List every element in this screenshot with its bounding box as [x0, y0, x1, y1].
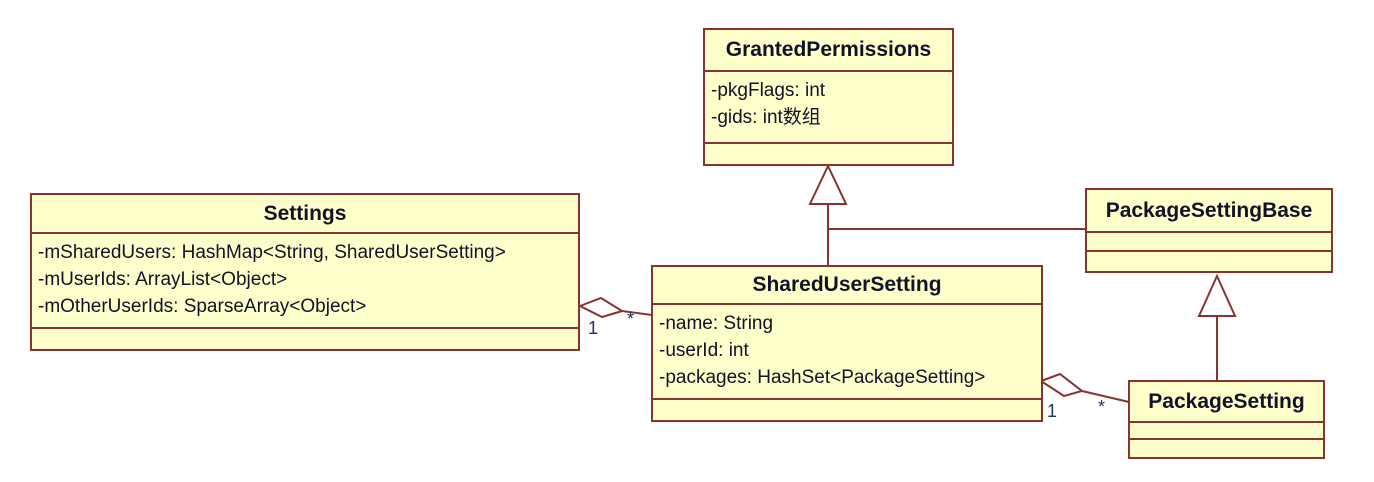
class-sharedusersetting: SharedUserSetting -name: String -userId:… — [651, 265, 1043, 422]
attribute: -pkgFlags: int — [711, 80, 826, 101]
class-attributes: -mSharedUsers: HashMap<String, SharedUse… — [32, 234, 578, 329]
attribute: -gids: int数组 — [711, 107, 821, 128]
attribute: -mSharedUsers: HashMap<String, SharedUse… — [38, 242, 506, 263]
class-packagesettingbase: PackageSettingBase — [1085, 188, 1333, 273]
multiplicity-shareduser-end: * — [627, 309, 635, 329]
aggregation-shareduser-packagesetting — [1038, 372, 1130, 403]
class-settings: Settings -mSharedUsers: HashMap<String, … — [30, 193, 580, 351]
class-attributes: -name: String -userId: int -packages: Ha… — [653, 305, 1041, 400]
class-methods — [1087, 252, 1331, 271]
aggregation-settings-shareduser — [577, 296, 653, 319]
generalization-shareduser-to-grantedpermissions — [808, 163, 848, 266]
attribute: -mUserIds: ArrayList<Object> — [38, 269, 288, 290]
class-attributes: -pkgFlags: int -gids: int数组 — [705, 72, 952, 144]
attribute: -mOtherUserIds: SparseArray<Object> — [38, 296, 367, 317]
class-title: PackageSettingBase — [1087, 190, 1331, 233]
multiplicity-settings-end: 1 — [588, 318, 599, 338]
multiplicity-packagesetting-end: * — [1098, 397, 1106, 417]
class-grantedpermissions: GrantedPermissions -pkgFlags: int -gids:… — [703, 28, 954, 166]
aggregation-diamond — [577, 296, 625, 319]
class-title: PackageSetting — [1130, 382, 1323, 423]
attribute: -packages: HashSet<PackageSetting> — [659, 367, 986, 388]
aggregation-diamond — [1038, 372, 1085, 398]
multiplicity-shareduser-whole-end: 1 — [1047, 401, 1058, 421]
class-title: GrantedPermissions — [705, 30, 952, 72]
class-attributes — [1087, 233, 1331, 252]
generalization-arrowhead — [808, 163, 848, 205]
attribute: -name: String — [659, 313, 774, 334]
class-title: Settings — [32, 195, 578, 234]
attribute: -userId: int — [659, 340, 749, 361]
class-title: SharedUserSetting — [653, 267, 1041, 305]
class-attributes — [1130, 423, 1323, 440]
class-methods — [1130, 440, 1323, 457]
class-packagesetting: PackageSetting — [1128, 380, 1325, 459]
generalization-arrowhead — [1197, 273, 1237, 317]
generalization-packagesetting-to-packagesettingbase — [1197, 273, 1237, 381]
